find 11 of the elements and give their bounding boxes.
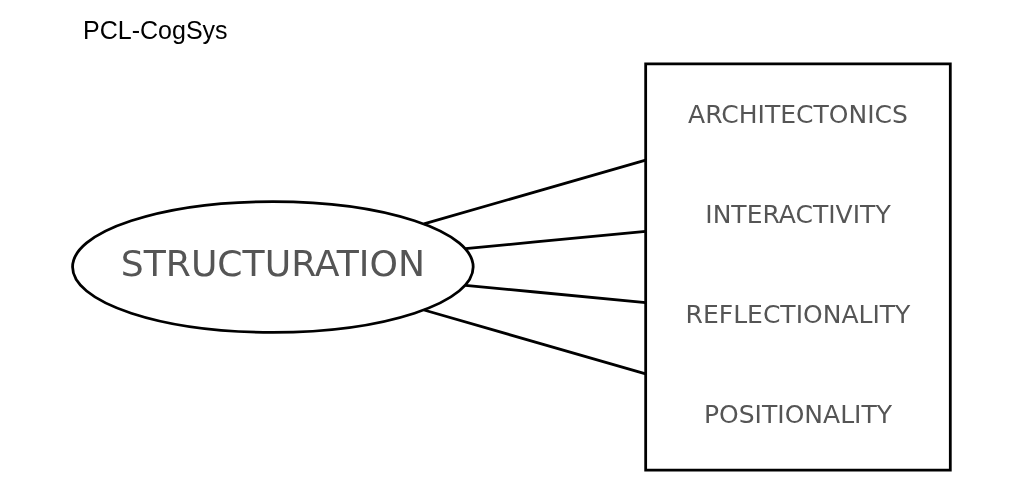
- connector: [423, 158, 647, 226]
- node-text: ARCHITECTONICS: [688, 99, 908, 129]
- connector: [465, 283, 646, 304]
- cluster: [644, 62, 952, 472]
- diagram-title: PCL-CogSys: [83, 16, 228, 45]
- node-text: INTERACTIVITY: [705, 200, 891, 230]
- connector: [423, 308, 647, 376]
- connector: [465, 229, 646, 251]
- node-ellipse: STRUCTURATION: [71, 200, 475, 334]
- node-text: REFLECTIONALITY: [685, 300, 911, 330]
- node-text: POSITIONALITY: [703, 400, 893, 430]
